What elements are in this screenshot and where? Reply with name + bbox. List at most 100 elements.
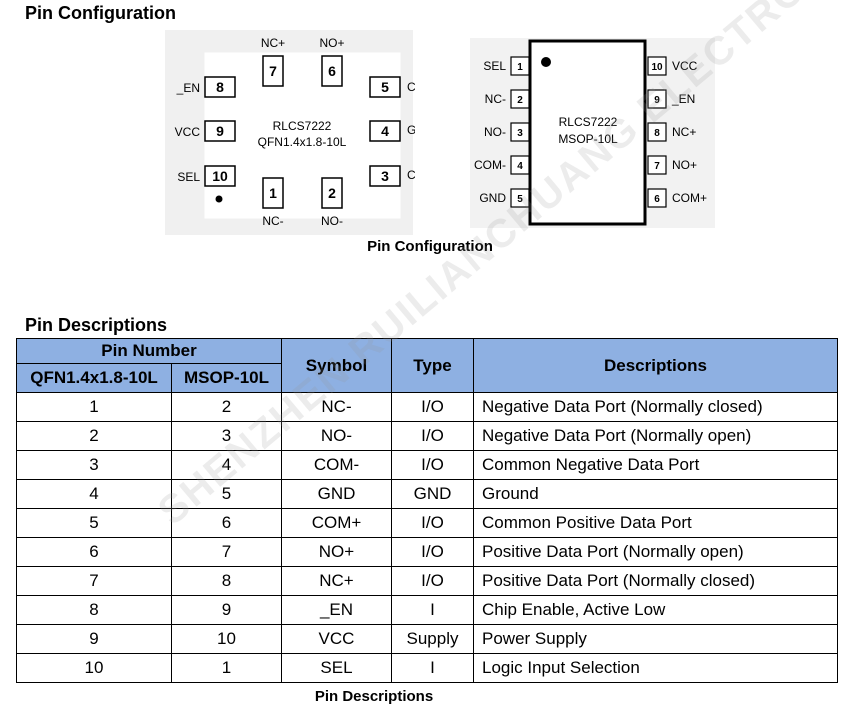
msop-pin-label: SEL (483, 59, 506, 73)
header-pin-number: Pin Number (16, 338, 282, 364)
header-type: Type (391, 338, 474, 393)
msop-pin-label: _EN (671, 92, 695, 106)
msop-pin-label: COM+ (672, 191, 707, 205)
cell-qfn: 1 (16, 392, 172, 422)
cell-qfn: 3 (16, 450, 172, 480)
cell-qfn: 6 (16, 537, 172, 567)
cell-symbol: NC- (281, 392, 392, 422)
cell-qfn: 8 (16, 595, 172, 625)
msop-pin-pad (647, 188, 667, 208)
msop-pin-pad (510, 122, 530, 142)
msop-part-name: RLCS7222 (559, 115, 618, 129)
header-qfn: QFN1.4x1.8-10L (16, 363, 172, 393)
qfn-pin-number: 6 (328, 63, 336, 79)
msop-pin-number: 1 (517, 62, 523, 73)
qfn-pin-pad (369, 76, 401, 98)
msop-pin-pad (647, 56, 667, 76)
msop-pin-number: 8 (654, 128, 660, 139)
msop-diagram: RLCS7222 MSOP-10L 1 SEL 2 NC- 3 NO- 4 CO… (470, 38, 715, 228)
msop-pin-pad (647, 155, 667, 175)
qfn-pin-pad (369, 120, 401, 142)
table-row: 5 6 COM+ I/O Common Positive Data Port (16, 508, 838, 538)
msop-right-pins: 10 VCC 9 _EN 8 NC+ 7 NO+ 6 COM+ (647, 56, 707, 208)
pin1-dot-icon (541, 57, 551, 67)
msop-pin-pad (647, 122, 667, 142)
cell-qfn: 9 (16, 624, 172, 654)
cell-symbol: COM- (281, 450, 392, 480)
cell-qfn: 2 (16, 421, 172, 451)
cell-msop: 9 (171, 595, 282, 625)
msop-pin-label: NC+ (672, 125, 696, 139)
table-row: 4 5 GND GND Ground (16, 479, 838, 509)
msop-pin-pad (510, 155, 530, 175)
header-msop: MSOP-10L (171, 363, 282, 393)
cell-description: Positive Data Port (Normally open) (473, 537, 838, 567)
cell-description: Logic Input Selection (473, 653, 838, 683)
qfn-pin-pad (204, 120, 236, 142)
cell-type: I/O (391, 537, 474, 567)
msop-pin-number: 6 (654, 194, 660, 205)
qfn-pin-label: COM- (407, 168, 415, 182)
pin-desc-caption: Pin Descriptions (314, 688, 434, 705)
cell-qfn: 10 (16, 653, 172, 683)
cell-qfn: 5 (16, 508, 172, 538)
qfn-pin-number: 9 (216, 123, 224, 139)
qfn-pin-number: 3 (381, 168, 389, 184)
cell-qfn: 7 (16, 566, 172, 596)
qfn-pin-label: _EN (176, 81, 200, 95)
msop-pin-label: COM- (474, 158, 506, 172)
qfn-pin-number: 8 (216, 79, 224, 95)
header-descriptions: Descriptions (473, 338, 838, 393)
cell-description: Positive Data Port (Normally closed) (473, 566, 838, 596)
qfn-pin-pad (204, 76, 236, 98)
msop-pin-label: NO- (484, 125, 506, 139)
cell-msop: 3 (171, 421, 282, 451)
table-row: 10 1 SEL I Logic Input Selection (16, 653, 838, 683)
qfn-pin-label: GND (407, 123, 415, 137)
qfn-pin-label: VCC (175, 125, 201, 139)
msop-pin-number: 10 (651, 62, 663, 73)
msop-pin-pad (510, 56, 530, 76)
cell-symbol: _EN (281, 595, 392, 625)
qfn-diagram: NC+ 7 NO+ 6 1 NC- 2 NO- _EN 8 VCC 9 SEL … (165, 30, 415, 235)
cell-msop: 4 (171, 450, 282, 480)
cell-symbol: NO+ (281, 537, 392, 567)
qfn-pin-number: 2 (328, 185, 336, 201)
qfn-pin-label: SEL (177, 170, 200, 184)
cell-type: I (391, 595, 474, 625)
qfn-body (204, 52, 401, 219)
qfn-pin-label: NC- (262, 214, 283, 228)
cell-type: Supply (391, 624, 474, 654)
msop-left-pins: 1 SEL 2 NC- 3 NO- 4 COM- 5 GND (474, 56, 530, 208)
qfn-package-name: QFN1.4x1.8-10L (258, 135, 347, 149)
table-row: 8 9 _EN I Chip Enable, Active Low (16, 595, 838, 625)
cell-msop: 10 (171, 624, 282, 654)
qfn-pin-label: NO+ (319, 36, 344, 50)
header-symbol: Symbol (281, 338, 392, 393)
cell-symbol: COM+ (281, 508, 392, 538)
cell-type: I/O (391, 508, 474, 538)
cell-msop: 1 (171, 653, 282, 683)
msop-pin-number: 9 (654, 95, 660, 106)
cell-description: Chip Enable, Active Low (473, 595, 838, 625)
cell-msop: 6 (171, 508, 282, 538)
qfn-pin-number: 4 (381, 123, 389, 139)
cell-symbol: VCC (281, 624, 392, 654)
cell-description: Common Positive Data Port (473, 508, 838, 538)
msop-body (528, 39, 647, 226)
qfn-part-name: RLCS7222 (273, 119, 332, 133)
pin-description-table: Pin Number Symbol Type Descriptions QFN1… (16, 338, 838, 683)
qfn-pin-pad (369, 165, 401, 187)
table-row: 9 10 VCC Supply Power Supply (16, 624, 838, 654)
cell-type: GND (391, 479, 474, 509)
qfn-pin-label: COM+ (407, 80, 415, 94)
cell-qfn: 4 (16, 479, 172, 509)
msop-pin-number: 2 (517, 95, 523, 106)
msop-pin-number: 3 (517, 128, 523, 139)
table-row: 2 3 NO- I/O Negative Data Port (Normally… (16, 421, 838, 451)
qfn-pin-number: 10 (212, 168, 228, 184)
msop-pin-label: NC- (485, 92, 506, 106)
cell-type: I/O (391, 450, 474, 480)
qfn-pin-pad (321, 177, 343, 209)
table-row: 6 7 NO+ I/O Positive Data Port (Normally… (16, 537, 838, 567)
